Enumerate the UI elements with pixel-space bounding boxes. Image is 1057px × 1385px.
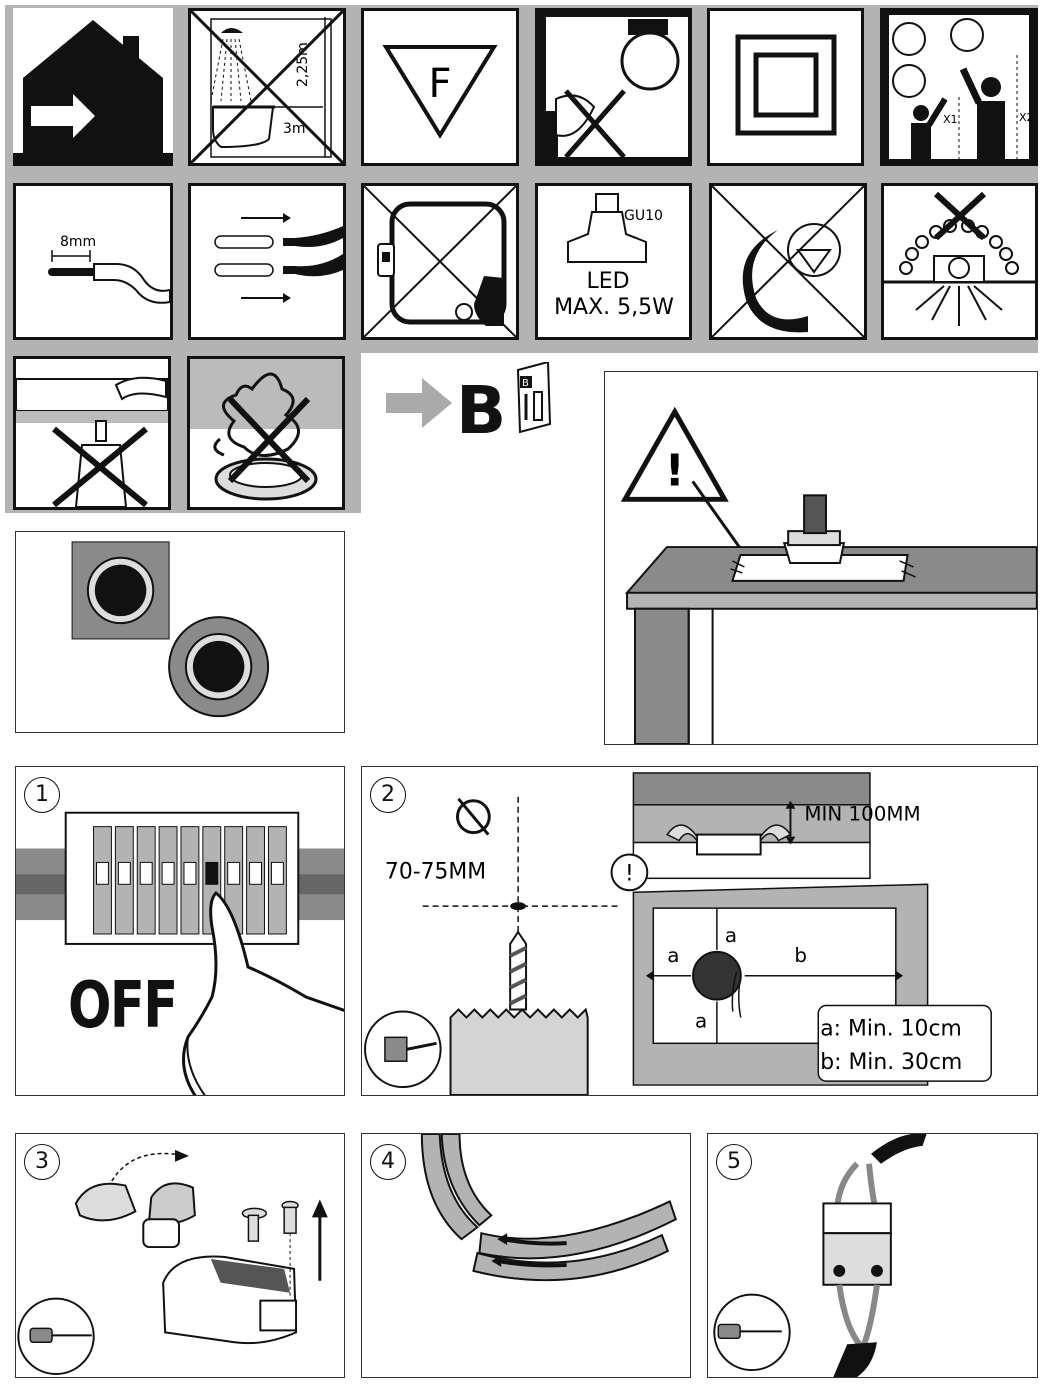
finger-icon: [182, 891, 344, 1095]
mounting-height-icon: X1 X2: [880, 8, 1038, 166]
breaker-lever[interactable]: [161, 861, 175, 885]
f-mark-letter: F: [428, 61, 451, 107]
no-halogen-lamp-icon: [535, 8, 692, 166]
bathroom-zone-no-icon: 2,25m 3m: [188, 8, 346, 166]
f-mark-triangle-icon: F: [361, 8, 519, 166]
step-4-panel: 4: [361, 1133, 691, 1378]
breaker-lever[interactable]: [183, 861, 197, 885]
see-section-arrow-icon: [386, 378, 452, 428]
breaker-lever[interactable]: [139, 861, 153, 885]
breaker-lever[interactable]: [96, 861, 109, 885]
booklet-letter: B: [522, 378, 529, 389]
lamp-base-label: GU10: [624, 208, 663, 224]
dim-a-top: a: [725, 924, 737, 947]
no-switch-cord-icon: [361, 183, 519, 340]
step-2-number: 2: [370, 777, 406, 813]
gu10-led-lamp-icon: GU10 LED MAX. 5,5W: [535, 183, 692, 340]
breaker-lever[interactable]: [249, 861, 262, 885]
wire-strip-length-icon: 8mm: [13, 183, 173, 340]
breaker-lever[interactable]: [205, 861, 219, 885]
see-section-letter: B: [456, 372, 507, 449]
step-1-panel: 1 OFF: [15, 766, 345, 1096]
mounting-height-x2: X2: [1019, 111, 1034, 124]
no-insulation-cover-icon: [881, 183, 1038, 340]
dim-a-bottom: a: [695, 1009, 707, 1032]
step-3-panel: 3: [15, 1133, 345, 1378]
dim-b-label: b: [794, 944, 807, 967]
rule-b-text: b: Min. 30cm: [820, 1050, 962, 1075]
wire-insertion-icon: [188, 183, 346, 340]
breaker-lever[interactable]: [270, 861, 284, 885]
class-two-insulation-icon: [707, 8, 864, 166]
off-label: OFF: [68, 969, 178, 1043]
no-cable-coil-icon: [187, 356, 345, 510]
no-dimmer-icon: [709, 183, 867, 340]
symbol-band-row1: [5, 5, 1038, 175]
indoor-use-icon: [13, 8, 173, 166]
breaker-lever[interactable]: [227, 861, 241, 885]
warning-cutout-panel: !: [604, 371, 1038, 745]
booklet-icon: B: [514, 362, 554, 434]
svg-text:!: !: [665, 445, 685, 496]
step-1-number: 1: [24, 777, 60, 813]
clearance-label: MIN 100MM: [804, 803, 920, 826]
step-4-number: 4: [370, 1144, 406, 1180]
breaker-lever[interactable]: [117, 861, 131, 885]
lamp-max-power-label: MAX. 5,5W: [554, 295, 674, 320]
lamp-type-label: LED: [586, 269, 629, 294]
dim-a-left: a: [667, 944, 679, 967]
no-ceiling-cable-icon: [13, 356, 171, 510]
strip-length-label: 8mm: [60, 234, 96, 250]
step-3-number: 3: [24, 1144, 60, 1180]
hole-diameter-label: 70-75MM: [385, 859, 486, 884]
step-5-panel: 5: [707, 1133, 1038, 1378]
step-5-number: 5: [716, 1144, 752, 1180]
bathroom-distance-label: 3m: [283, 121, 306, 137]
finish-options-panel: [15, 531, 345, 733]
step-2-panel: 2 70-75MM MIN 100MM ! a a: [361, 766, 1038, 1096]
rule-a-text: a: Min. 10cm: [820, 1016, 962, 1041]
attention-mark: !: [625, 861, 634, 886]
mounting-height-x1: X1: [943, 113, 958, 126]
